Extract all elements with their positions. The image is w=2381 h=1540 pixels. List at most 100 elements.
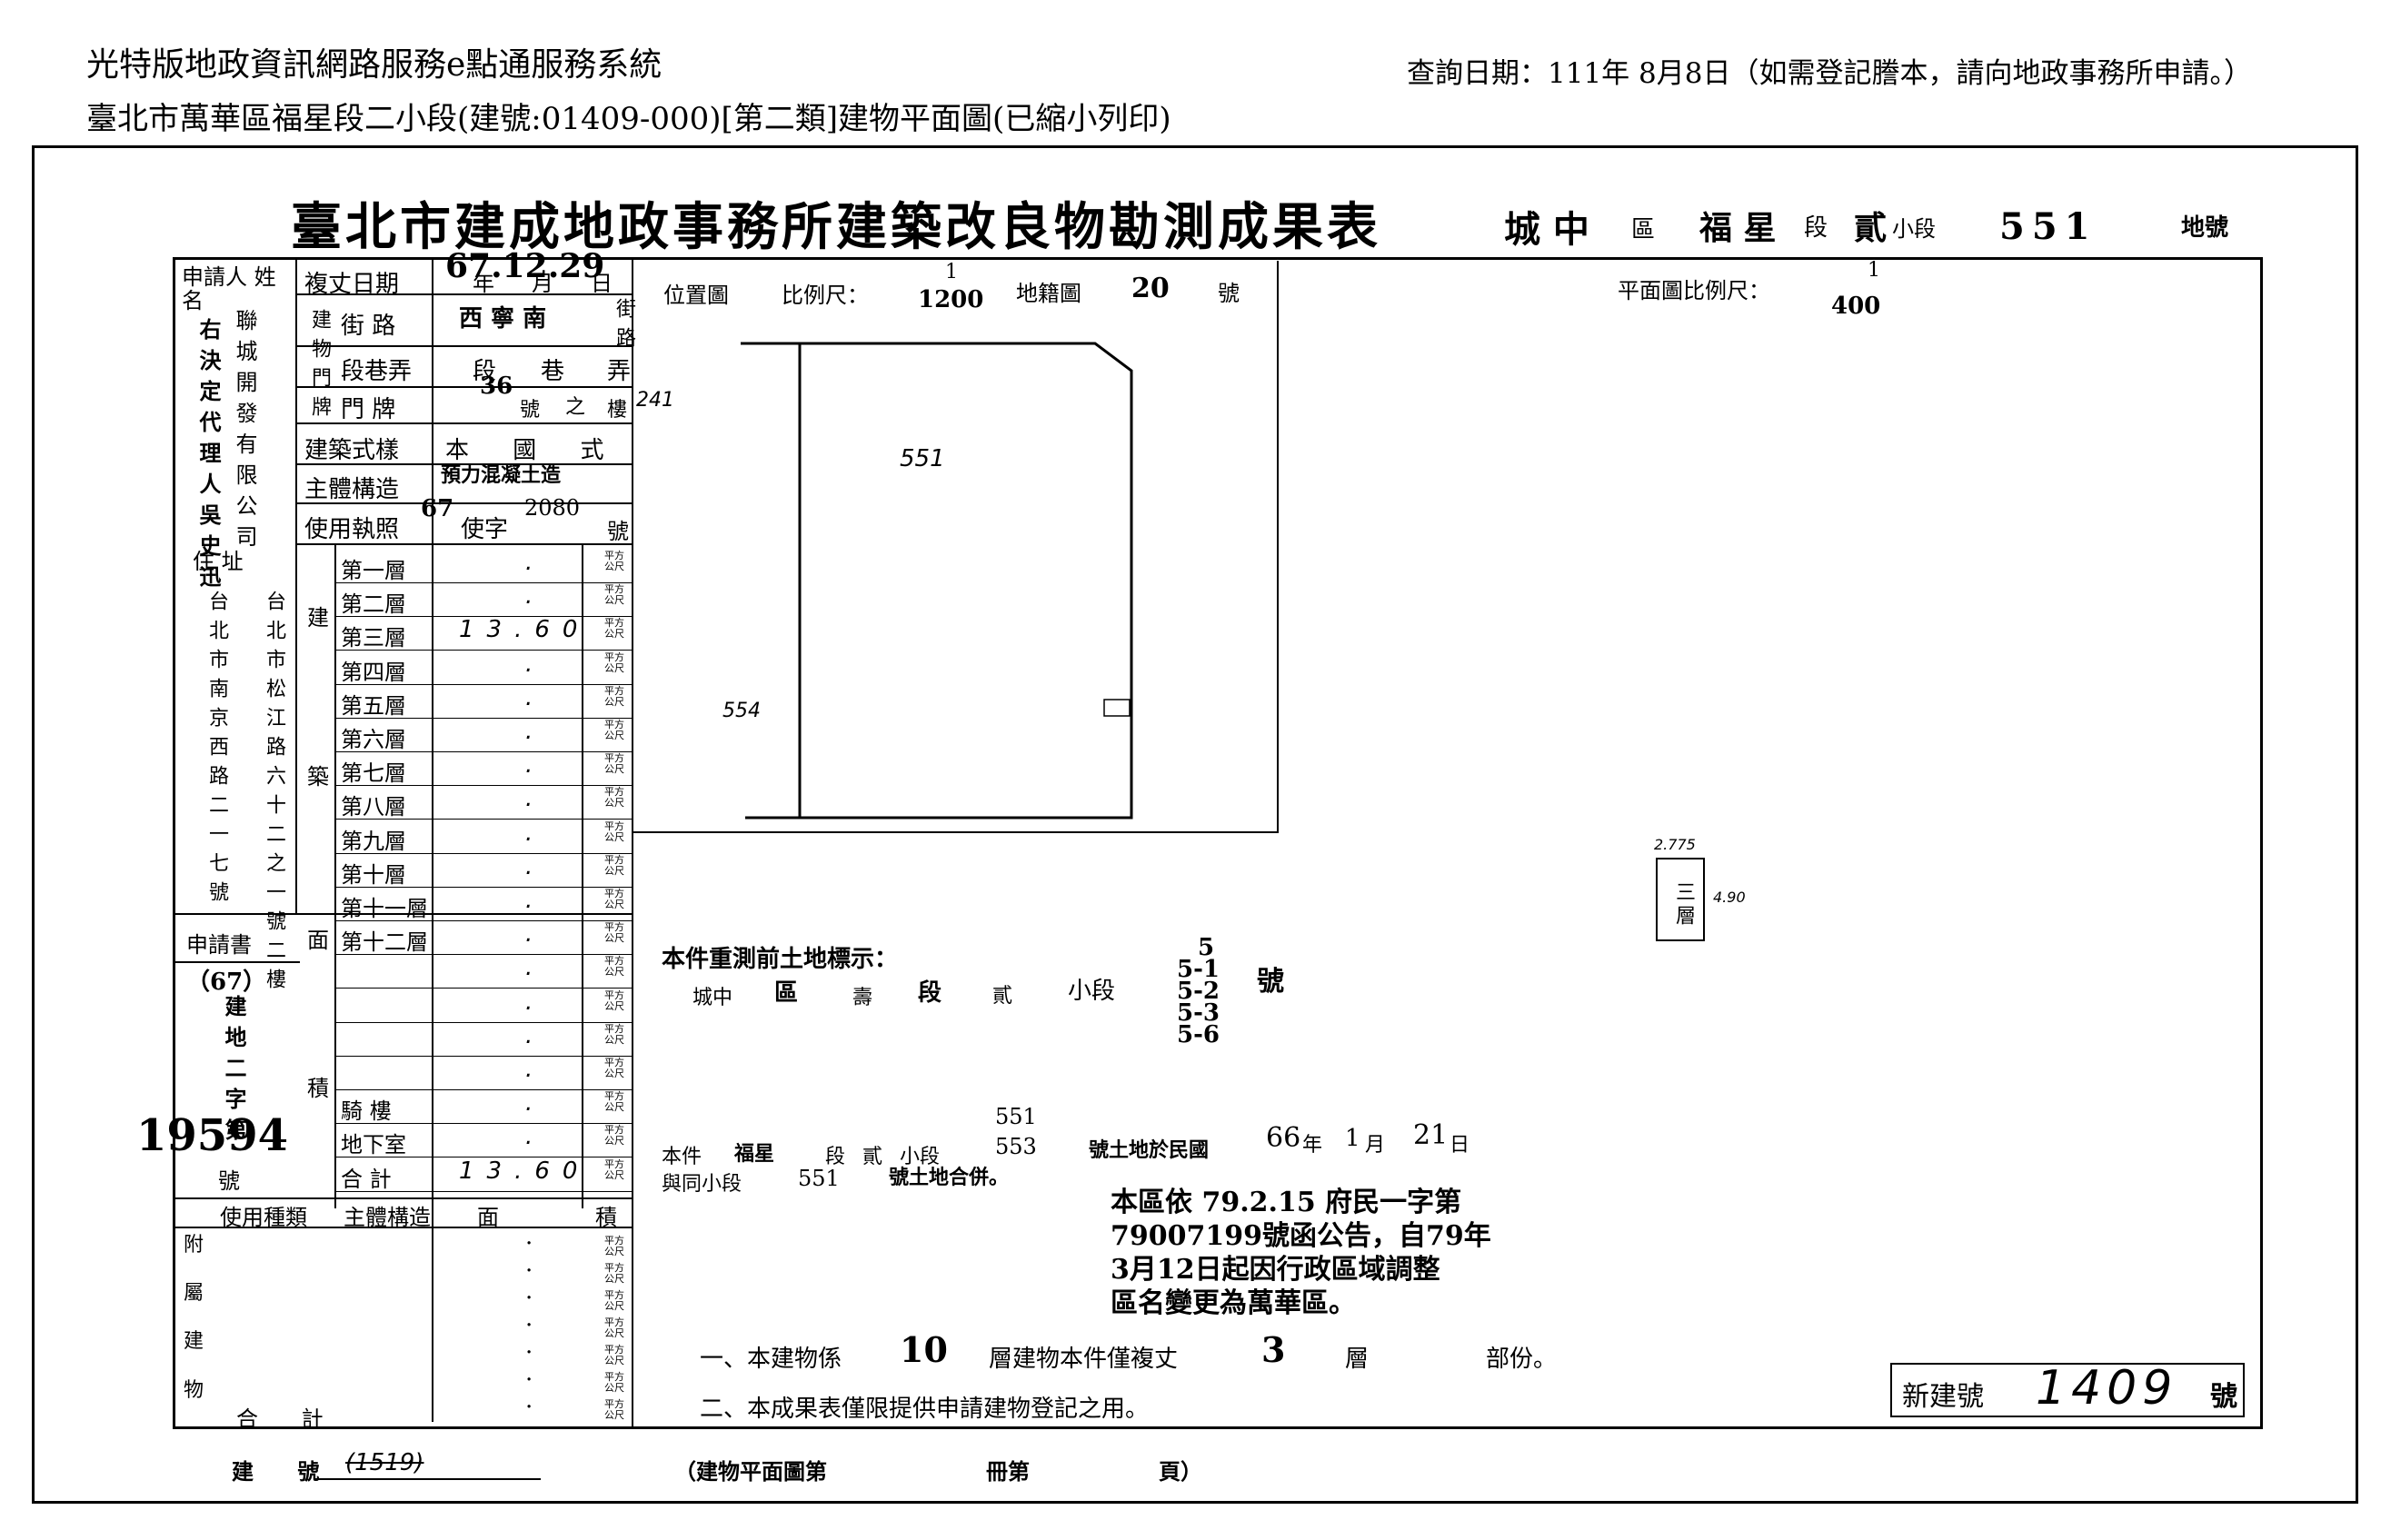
merge-lot: 553 (995, 1134, 1037, 1159)
floor-label: 第三層 (341, 625, 406, 651)
annex-side-1: 附 (184, 1234, 204, 1257)
lane-unit-1: 段 (473, 358, 497, 385)
annex-dot: · (525, 1285, 533, 1312)
floor-area-value: . (525, 718, 533, 745)
pre-lot-3: 5-2 (1177, 978, 1220, 1005)
sqm-unit: 平方公尺 (604, 1124, 624, 1147)
footer-book: 冊第 (986, 1458, 1030, 1485)
sqm-unit: 平方公尺 (604, 989, 624, 1012)
floor-row-divider (334, 650, 632, 651)
floor-area-value: . (525, 549, 533, 576)
floor-area-value: . (525, 954, 533, 981)
sqm-unit: 平方公尺 (604, 550, 624, 572)
annex-side-3: 建 (184, 1330, 204, 1353)
note1-a: 一、本建物係 (700, 1346, 842, 1373)
land-number: 551 (1999, 205, 2097, 248)
annex-dot: · (525, 1230, 533, 1257)
merge-year: 66 (1266, 1122, 1301, 1154)
sqm-unit: 平方公尺 (604, 1023, 624, 1046)
form-title: 臺北市建成地政事務所建築改良物勘測成果表 (291, 197, 1381, 257)
floor-row-divider (334, 1191, 632, 1192)
license-year: 67 (421, 495, 454, 522)
note1-floor: 3 (1261, 1329, 1286, 1370)
sqm-unit: 平方公尺 (604, 583, 624, 606)
floor-row-divider (334, 751, 632, 752)
floor-area-value: . (525, 920, 533, 948)
floor-row-divider (334, 887, 632, 888)
floor-plan-scale-num: 1 (1868, 259, 1880, 282)
merge-day: 21 (1413, 1119, 1449, 1151)
page-subtitle: 臺北市萬華區福星段二小段(建號:01409-000)[第二類]建物平面圖(已縮小… (86, 101, 1171, 137)
pre-area: 城中 (692, 987, 733, 1009)
note1-floors: 10 (900, 1329, 948, 1370)
subsection-value: 貳 (1854, 209, 1888, 247)
sqm-unit: 平方公尺 (604, 1158, 624, 1181)
query-date: 查詢日期：111年 8月8日（如需登記謄本，請向地政事務所申請。） (1407, 57, 2252, 90)
floor-row-divider (334, 718, 632, 719)
floor-label: 第十一層 (341, 896, 428, 921)
pre-lot-2: 5-1 (1177, 956, 1220, 983)
annex-side-4: 物 (184, 1379, 204, 1402)
sqm-unit: 平方公尺 (604, 786, 624, 809)
floor-label: 第五層 (341, 693, 406, 719)
merge-month-unit: 月 (1365, 1134, 1386, 1157)
lot-side-label: 554 (722, 700, 761, 722)
floor-label: 第一層 (341, 558, 406, 583)
footer-crossed: (1519) (345, 1449, 424, 1476)
day-label: 日 (591, 271, 613, 296)
style-value: 本 國 式 (445, 437, 604, 464)
sqm-unit: 平方公尺 (604, 921, 624, 944)
new-building-box (1890, 1363, 2245, 1417)
annex-sqm-unit: 平方公尺 (604, 1235, 624, 1257)
note1-b: 層建物本件僅複丈 (989, 1346, 1179, 1373)
floor-row-divider (334, 785, 632, 786)
admin-notice-1: 本區依 79.2.15 府民一字第 (1111, 1187, 1462, 1218)
district-label: 區 (1631, 216, 1656, 243)
floor-label: 地下室 (341, 1132, 406, 1157)
floor-plan-scale-den: 400 (1831, 293, 1881, 320)
floor-row-divider (334, 582, 632, 583)
floor-label: 第二層 (341, 591, 406, 617)
pre-lot-5: 5-6 (1177, 1021, 1220, 1048)
annex-dot: · (525, 1366, 533, 1394)
applicant-header: 申請人 姓名 (182, 264, 276, 313)
door-unit-1: 號 (520, 399, 541, 422)
floor-area-value: . (525, 751, 533, 779)
application-number: 19594 (136, 1110, 288, 1161)
area-category-4: 積 (307, 1076, 329, 1101)
footer-label: 建 號 (232, 1458, 320, 1485)
sqm-unit: 平方公尺 (604, 617, 624, 640)
pre-section: 壽 (852, 987, 873, 1009)
sqm-unit: 平方公尺 (604, 854, 624, 877)
license-label: 使用執照 (304, 516, 400, 543)
floor-label: 第四層 (341, 660, 406, 685)
floor-label: 第六層 (341, 727, 406, 752)
position-map-frame (633, 261, 1279, 833)
footer-page: 頁） (1159, 1458, 1202, 1485)
license-number: 2080 (524, 495, 581, 521)
pre-survey-label: 本件重測前土地標示： (662, 946, 899, 973)
year-label: 年 (473, 271, 494, 296)
license-unit: 號 (607, 519, 629, 544)
annex-sqm-unit: 平方公尺 (604, 1289, 624, 1312)
lot-boundary (741, 342, 1133, 820)
floor-label: 第七層 (341, 760, 406, 786)
position-scale-num: 1 (945, 261, 958, 283)
new-building-unit: 號 (2210, 1381, 2237, 1413)
application-year: （67） (186, 969, 267, 996)
lot-main-label: 551 (900, 445, 945, 472)
door-unit-3: 樓 (607, 399, 628, 422)
merge-line2-lot: 551 (798, 1166, 840, 1191)
pre-area-unit: 區 (774, 979, 799, 1007)
note1-c: 層 (1345, 1346, 1370, 1373)
merge-line1-b: 段 貳 小段 (825, 1146, 940, 1168)
floor-area-value: . (525, 1056, 533, 1083)
application-label: 申請書 (186, 932, 252, 958)
structure-value: 預力混凝土造 (441, 463, 562, 487)
survey-date-label: 複丈日期 (304, 271, 400, 298)
merge-year-unit: 年 (1302, 1134, 1323, 1157)
structure-label: 主體構造 (304, 476, 400, 503)
floor-row-divider (334, 1056, 632, 1057)
applicant-company: 聯城開發有限公司 (232, 309, 257, 556)
